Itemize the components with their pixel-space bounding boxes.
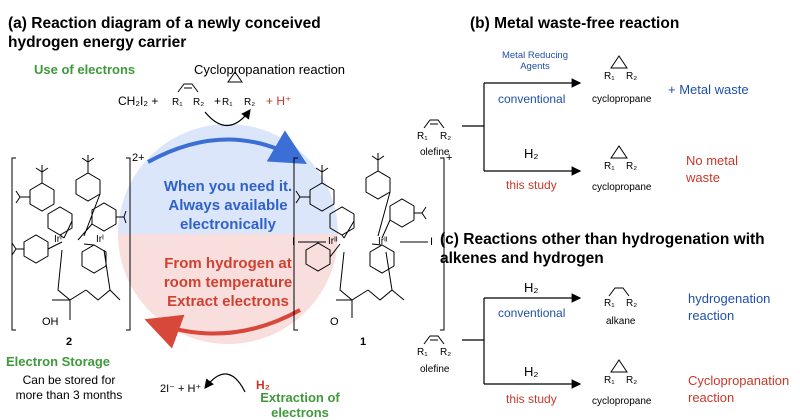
r1-label-c-top: R₁: [604, 298, 615, 309]
r1-label-a2: R₁: [222, 97, 233, 108]
olefin-structure-a: [177, 83, 199, 93]
storage-line2: more than 3 months: [15, 388, 123, 402]
compound-1-label: 1: [360, 336, 367, 348]
r2-label-c: R₂: [440, 347, 452, 358]
cyclopropane-label-b-bottom: cyclopropane: [592, 182, 652, 193]
circle-top-line3: electronically: [180, 216, 276, 233]
no-metal-line1: No metal: [686, 153, 739, 168]
circle-top-line1: When you need it.: [163, 178, 293, 195]
r1-label-b: R₁: [417, 131, 428, 142]
ir-label-2a: Irᴵ: [54, 234, 62, 245]
r2-label-b: R₂: [440, 131, 452, 142]
plus-sign-a: +: [214, 94, 222, 108]
cyclopropanation-line2: reaction: [688, 390, 735, 405]
r2-label-b-bottom: R₂: [626, 161, 638, 172]
extraction-text: Extraction of electrons: [254, 390, 346, 420]
storage-line1: Can be stored for: [22, 373, 116, 387]
circle-top-line2: Always available: [168, 197, 288, 214]
panel-c-branch-arrows: [462, 293, 582, 389]
ir-label-1b: Irᴵᴵ: [378, 236, 388, 247]
cyclopropanation-line1: Cyclopropanation: [688, 373, 790, 388]
iodide-products: 2I⁻ + H⁺: [160, 383, 202, 395]
h2-label-b: H₂: [524, 146, 539, 161]
this-study-label-c: this study: [506, 392, 557, 406]
compound-2-label: 2: [66, 336, 73, 348]
cyclopropane-label-b-top: cyclopropane: [592, 94, 652, 105]
olefine-label-c: olefine: [420, 364, 450, 375]
r2-label-b-top: R₂: [626, 71, 638, 82]
cyclopropane-structure-b-top: [610, 55, 628, 69]
iodo-left: I: [292, 236, 296, 248]
cyclopropane-structure-c: [610, 359, 628, 373]
iridium-complex-2-structure: [11, 155, 131, 331]
extraction-line1: Extraction of: [260, 390, 340, 405]
panel-c-title-line2: alkenes and hydrogen: [440, 250, 604, 267]
h2-reagent-a: H₂: [256, 378, 270, 392]
red-cycle-arrow: [144, 308, 301, 349]
h2-label-c-top: H₂: [524, 280, 539, 295]
iodo-right: I: [430, 236, 434, 248]
r1-label-b-top: R₁: [604, 71, 615, 82]
charge-2plus: 2+: [132, 152, 145, 164]
panel-a-title-line2: hydrogen energy carrier: [8, 34, 187, 51]
no-metal-waste-label: No metal waste: [686, 152, 738, 186]
conventional-label-c: conventional: [498, 306, 566, 320]
hydrogenation-reaction-label: hydrogenation reaction: [688, 290, 770, 324]
cyclopropane-structure-a: [227, 71, 243, 83]
hydrogenation-line1: hydrogenation: [688, 291, 771, 306]
circle-bottom-line2: room temperature: [163, 274, 293, 291]
olefin-structure-b: [423, 119, 445, 129]
o-label: O: [330, 316, 339, 328]
iridium-complex-1-structure: [293, 153, 445, 331]
no-metal-line2: waste: [686, 170, 720, 185]
cyclopropane-structure-b-bottom: [610, 145, 628, 159]
r2-label-c-top: R₂: [626, 298, 638, 309]
ir-label-1a: Irᴵᴵ: [328, 236, 338, 247]
reagent-arrow-bottom: [204, 373, 246, 393]
h-plus-product: + H⁺: [266, 94, 292, 108]
blue-cycle-arrow: [147, 130, 307, 165]
metal-reducing-agents-label: Metal Reducing Agents: [486, 50, 584, 72]
panel-b-title: (b) Metal waste-free reaction: [470, 15, 680, 32]
r1-label-a1: R₁: [172, 97, 183, 108]
alkane-structure-c: [608, 287, 630, 297]
circle-bottom-text: From hydrogen at room temperature Extrac…: [132, 254, 324, 311]
r2-label-a1: R₂: [193, 97, 205, 108]
h2-label-c-bottom: H₂: [524, 364, 539, 379]
reagent-ch2i2: CH₂I₂ +: [118, 94, 159, 108]
r1-label-b-bottom: R₁: [604, 161, 615, 172]
circle-bottom-line3: Extract electrons: [167, 293, 289, 310]
electron-storage-label: Electron Storage: [6, 354, 111, 369]
use-of-electrons-label: Use of electrons: [34, 62, 136, 77]
extraction-line2: electrons: [271, 405, 329, 420]
conventional-label-b: conventional: [498, 92, 566, 106]
panel-c-title-line1: (c) Reactions other than hydrogenation w…: [440, 231, 765, 248]
metal-waste-label: + Metal waste: [668, 82, 749, 97]
r2-label-c-bottom: R₂: [626, 375, 638, 386]
panel-b-branch-arrows: [462, 78, 582, 176]
storage-duration-text: Can be stored for more than 3 months: [10, 373, 128, 403]
r1-label-c-bottom: R₁: [604, 375, 615, 386]
metal-reducing-line2: Agents: [520, 61, 550, 72]
ir-label-2b: Irᴵ: [96, 234, 104, 245]
olefine-label-b: olefine: [420, 147, 450, 158]
cyclopropanation-reaction-label-c: Cyclopropanation reaction: [688, 372, 789, 406]
r2-label-a2: R₂: [244, 97, 256, 108]
metal-reducing-line1: Metal Reducing: [501, 50, 568, 61]
circle-top-text: When you need it. Always available elect…: [132, 177, 324, 234]
reagent-arrow-top: [204, 109, 251, 127]
charge-plus: +: [446, 152, 453, 164]
circle-bottom-line1: From hydrogen at: [164, 255, 292, 272]
cyclopropanation-reaction-label: Cyclopropanation reaction: [194, 62, 346, 77]
this-study-label-b: this study: [506, 178, 557, 192]
panel-a-title-line1: (a) Reaction diagram of a newly conceive…: [8, 15, 321, 32]
r1-label-c: R₁: [417, 347, 428, 358]
alkane-label: alkane: [606, 316, 636, 327]
oh-label: OH: [42, 316, 59, 328]
hydrogenation-line2: reaction: [688, 308, 735, 323]
olefin-structure-c: [423, 335, 445, 345]
cyclopropane-label-c: cyclopropane: [592, 396, 652, 407]
